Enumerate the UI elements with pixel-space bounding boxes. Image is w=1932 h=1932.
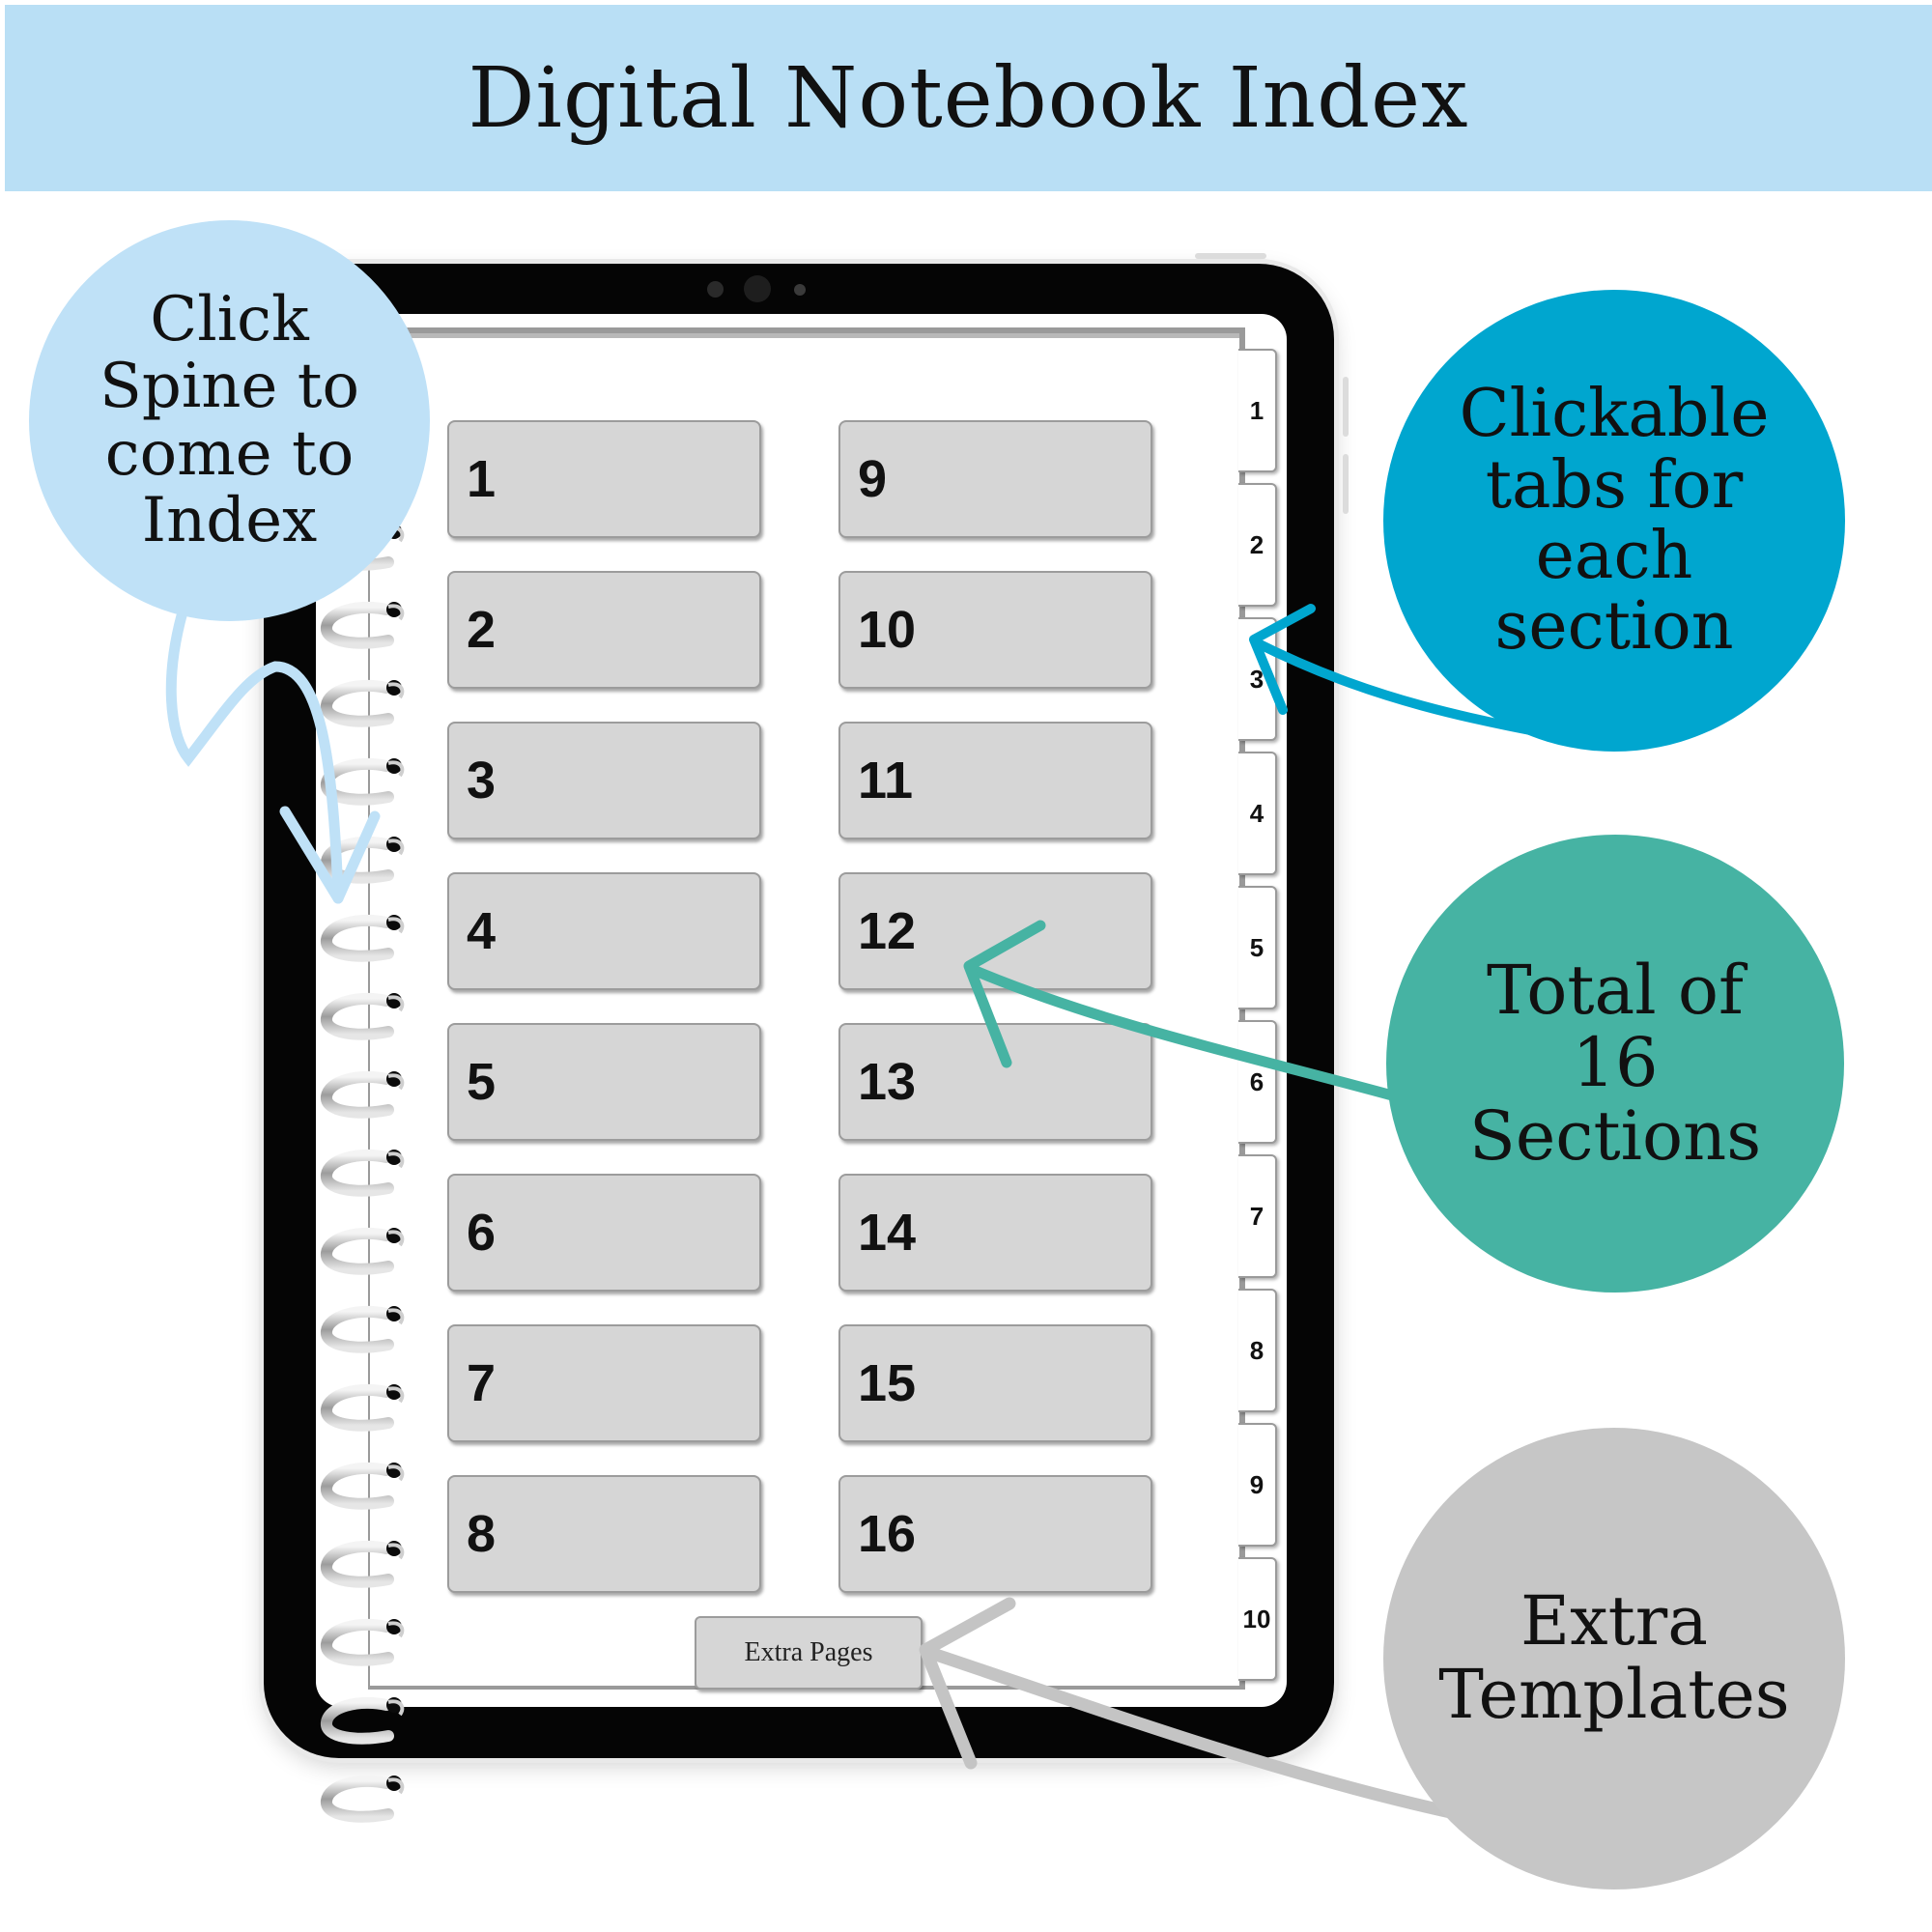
section-button-1[interactable]: 1	[447, 420, 761, 538]
sections-arrow	[965, 963, 1402, 1102]
page-title: Digital Notebook Index	[468, 49, 1469, 147]
spine-ring[interactable]	[319, 676, 408, 732]
sections-arrowhead	[963, 920, 1046, 1068]
callout-line: Extra	[1520, 1581, 1708, 1662]
section-button-7[interactable]: 7	[447, 1324, 761, 1442]
tabs-arrowhead	[1249, 604, 1316, 715]
section-button-2[interactable]: 2	[447, 571, 761, 689]
spine-ring[interactable]	[319, 1459, 408, 1515]
tablet-top-button	[1195, 253, 1266, 259]
tablet-volume-down-button	[1343, 454, 1349, 514]
templates-arrowhead	[919, 1597, 1016, 1770]
section-button-14[interactable]: 14	[838, 1174, 1152, 1292]
callout-line: section	[1494, 588, 1734, 666]
section-button-9[interactable]: 9	[838, 420, 1152, 538]
spine-arrowhead	[279, 806, 381, 904]
side-tab-4[interactable]: 4	[1238, 752, 1277, 875]
section-button-8[interactable]: 8	[447, 1475, 761, 1593]
callout-line: Total of	[1487, 950, 1744, 1030]
side-tab-2[interactable]: 2	[1238, 483, 1277, 607]
side-tab-1[interactable]: 1	[1238, 349, 1277, 472]
camera-flash-icon	[794, 284, 806, 296]
section-button-4[interactable]: 4	[447, 872, 761, 990]
section-button-5[interactable]: 5	[447, 1023, 761, 1141]
callout-line: 16	[1572, 1023, 1659, 1103]
side-tab-9[interactable]: 9	[1238, 1423, 1277, 1547]
callout-line: Spine to	[99, 351, 359, 423]
section-button-10[interactable]: 10	[838, 571, 1152, 689]
section-button-3[interactable]: 3	[447, 722, 761, 839]
callout-line: tabs for	[1485, 446, 1744, 524]
spine-ring[interactable]	[319, 911, 408, 967]
spine-ring[interactable]	[319, 598, 408, 654]
section-button-16[interactable]: 16	[838, 1475, 1152, 1593]
section-button-12[interactable]: 12	[838, 872, 1152, 990]
callout-line: come to	[104, 417, 355, 490]
camera-lens-icon	[744, 275, 771, 302]
spine-ring[interactable]	[319, 1067, 408, 1123]
header-banner: Digital Notebook Index	[5, 5, 1932, 191]
side-tab-8[interactable]: 8	[1238, 1289, 1277, 1412]
callout-line: Click	[150, 284, 309, 356]
side-tab-6[interactable]: 6	[1238, 1020, 1277, 1144]
tablet-volume-up-button	[1343, 377, 1349, 437]
side-tab-10[interactable]: 10	[1238, 1557, 1277, 1681]
spine-ring[interactable]	[319, 1693, 408, 1749]
section-button-6[interactable]: 6	[447, 1174, 761, 1292]
callout-line: Templates	[1438, 1655, 1790, 1734]
section-button-11[interactable]: 11	[838, 722, 1152, 839]
callout-line: Sections	[1468, 1095, 1762, 1176]
callout-line: each	[1535, 518, 1693, 594]
templates-arrow	[921, 1645, 1475, 1823]
spine-ring[interactable]	[319, 1146, 408, 1202]
spine-ring[interactable]	[319, 1615, 408, 1671]
extra-pages-button[interactable]: Extra Pages	[695, 1616, 923, 1690]
spine-ring[interactable]	[319, 1772, 408, 1828]
spine-ring[interactable]	[319, 1537, 408, 1593]
side-tab-5[interactable]: 5	[1238, 886, 1277, 1009]
spine-ring[interactable]	[319, 989, 408, 1045]
spine-ring[interactable]	[319, 1380, 408, 1436]
callout-line: Clickable	[1459, 376, 1770, 453]
spine-ring[interactable]	[319, 1302, 408, 1358]
spine-ring[interactable]	[319, 1224, 408, 1280]
callout-line: Index	[141, 484, 318, 556]
section-button-15[interactable]: 15	[838, 1324, 1152, 1442]
spine-arrow	[165, 603, 344, 904]
side-tab-7[interactable]: 7	[1238, 1154, 1277, 1278]
camera-sensor-icon	[707, 281, 724, 298]
